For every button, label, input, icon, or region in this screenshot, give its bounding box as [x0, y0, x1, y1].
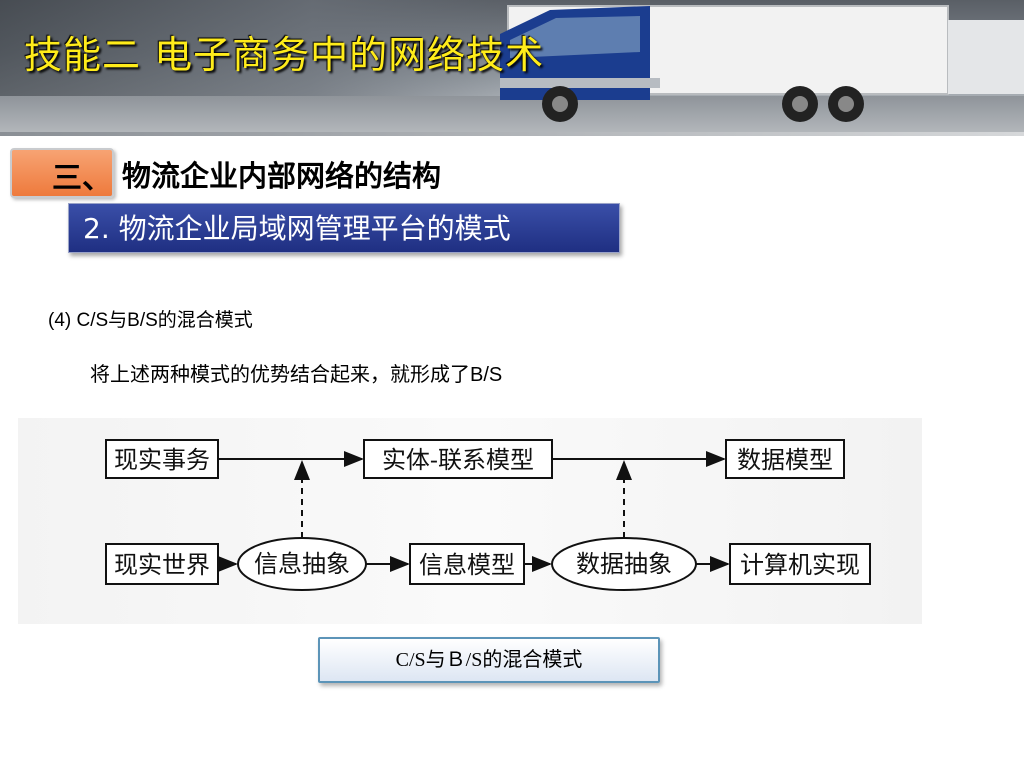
section-title: 物流企业内部网络的结构 [122, 159, 442, 193]
truck-image [500, 5, 1024, 122]
label-data-model: 数据模型 [737, 446, 833, 474]
label-data-abstraction: 数据抽象 [576, 550, 672, 578]
label-er-model: 实体-联系模型 [382, 446, 534, 474]
box-computer-impl [729, 543, 871, 585]
diagram-figure: 现实事务 实体-联系模型 数据模型 现实世界 信息抽象 信息模型 数据抽象 计算… [18, 418, 922, 624]
subtitle-box: 2. 物流企业局域网管理平台的模式 [68, 203, 620, 253]
section-badge [10, 148, 114, 198]
label-real-affairs: 现实事务 [114, 446, 210, 474]
box-info-model [409, 543, 525, 585]
box-er-model [363, 439, 553, 479]
label-computer-impl: 计算机实现 [740, 551, 860, 579]
body-paragraph-1: (4) C/S与B/S的混合模式 [48, 310, 253, 331]
flow-diagram: 现实事务 实体-联系模型 数据模型 现实世界 信息抽象 信息模型 数据抽象 计算… [105, 439, 871, 591]
banner-background [0, 0, 520, 100]
box-data-model [725, 439, 845, 479]
page-title: 技能二 电子商务中的网络技术 [24, 33, 545, 77]
header-divider [0, 132, 1024, 136]
label-real-world: 现实世界 [114, 551, 210, 579]
box-real-world [105, 543, 219, 585]
label-info-model: 信息模型 [419, 551, 515, 579]
label-info-abstraction: 信息抽象 [254, 550, 350, 578]
section-number: 三、 [52, 161, 112, 196]
body-paragraph-2: 将上述两种模式的优势结合起来，就形成了B/S [90, 364, 503, 386]
header-banner: 技能二 电子商务中的网络技术 [0, 0, 1024, 134]
figure-caption: C/S与Ｂ/S的混合模式 [318, 637, 660, 683]
